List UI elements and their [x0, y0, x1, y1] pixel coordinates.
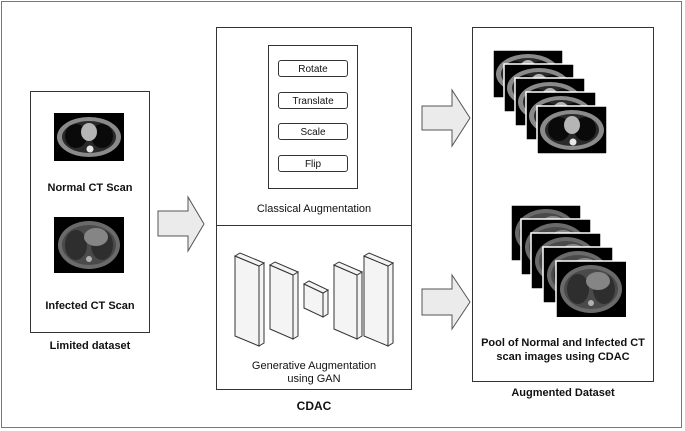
ct-scan-infected-icon: [54, 217, 124, 273]
scale-op-box: Scale: [278, 123, 348, 140]
rotate-op-box: Rotate: [278, 60, 348, 77]
ct-scan-normal-icon: [54, 113, 124, 161]
block-arrow-icon: [421, 88, 471, 148]
block-arrow-icon: [157, 195, 205, 253]
infected-ct-label: Infected CT Scan: [45, 300, 135, 312]
augmented-dataset-caption: Augmented Dataset: [511, 387, 615, 399]
gan-layer-icon: [332, 261, 364, 340]
pool-caption-line1: Pool of Normal and Infected CT: [481, 337, 645, 349]
block-arrow-icon: [421, 273, 471, 331]
classical-augmentation-caption: Classical Augmentation: [256, 203, 372, 215]
translate-op-box: Translate: [278, 92, 348, 109]
gan-layer-icon: [302, 280, 330, 318]
gan-layer-icon: [268, 261, 300, 340]
flip-op-box: Flip: [278, 155, 348, 172]
gan-layer-icon: [233, 252, 266, 347]
augmented-infected-scan-stack: [510, 204, 633, 328]
gan-layer-icon: [362, 252, 395, 347]
augmented-normal-scan-stack: [492, 49, 608, 155]
normal-ct-label: Normal CT Scan: [47, 182, 133, 194]
generative-caption-line1: Generative Augmentation: [251, 360, 377, 372]
cdac-label: CDAC: [296, 399, 332, 413]
limited-dataset-caption: Limited dataset: [49, 340, 131, 352]
generative-caption-line2: using GAN: [287, 373, 341, 385]
pool-caption-line2: scan images using CDAC: [496, 351, 630, 363]
